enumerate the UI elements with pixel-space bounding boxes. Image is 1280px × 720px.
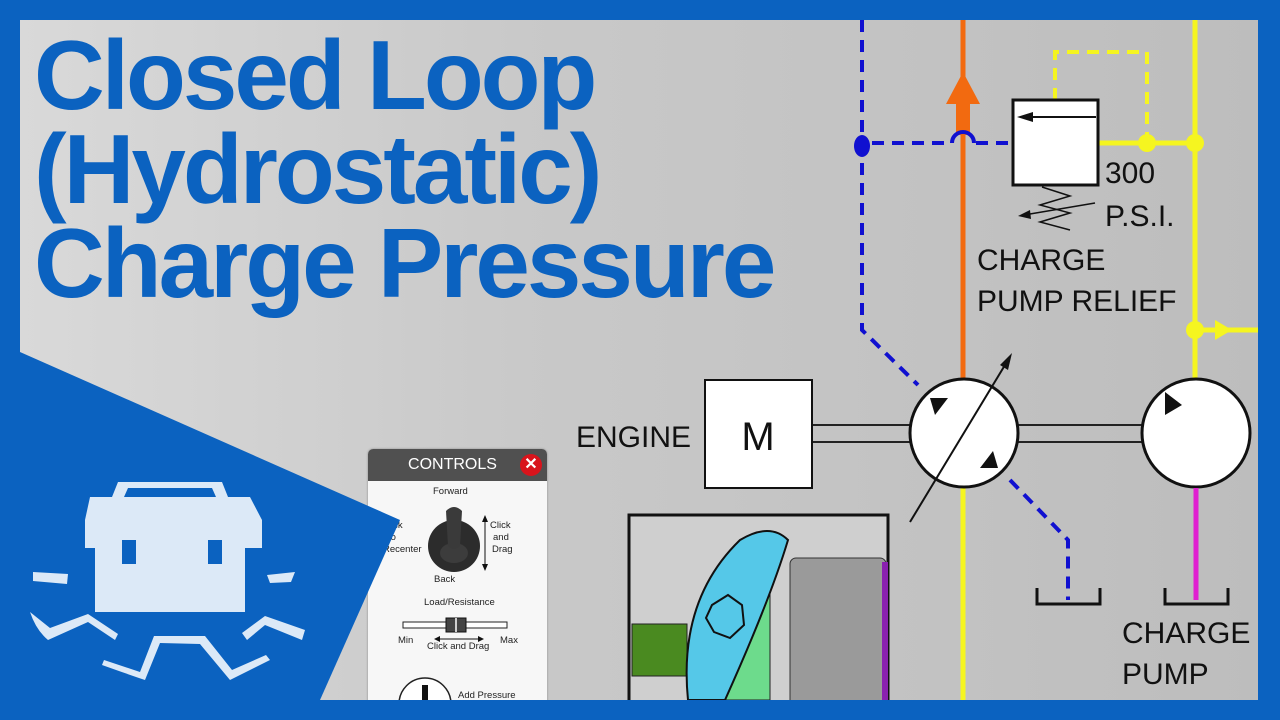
- slider-max: Max: [500, 635, 518, 646]
- page-title: Closed Loop (Hydrostatic) Charge Pressur…: [34, 20, 776, 318]
- pressure-line: [946, 20, 980, 380]
- controls-panel: CONTROLS ✕ Forward Back Click to Recente…: [368, 449, 547, 700]
- motor-symbol: M: [741, 415, 774, 459]
- controls-graphics: [398, 507, 508, 700]
- drag-hint-2: and: [493, 532, 509, 543]
- joystick[interactable]: [428, 507, 480, 572]
- tank-symbol: [1035, 588, 1102, 606]
- recenter-hint-3: Recenter: [383, 544, 422, 555]
- charge-pump-label-2: PUMP: [1122, 658, 1209, 691]
- relief-pressure: 300: [1105, 157, 1155, 190]
- relief-label-2: PUMP RELIEF: [977, 285, 1177, 318]
- hydraulic-schematic: 300 P.S.I. CHARGE PUMP RELIEF M ENGINE C…: [576, 20, 1258, 700]
- title-line-1: Closed Loop: [34, 20, 597, 130]
- thumbnail-canvas: Closed Loop (Hydrostatic) Charge Pressur…: [20, 20, 1258, 700]
- charge-pump-label-1: CHARGE: [1122, 617, 1250, 650]
- junction-dots: [1138, 134, 1232, 340]
- junction-dot-blue: [854, 135, 870, 157]
- charge-relief-valve: [1011, 98, 1100, 231]
- shafts: [812, 424, 1142, 443]
- title-line-2: (Hydrostatic): [34, 114, 602, 224]
- variable-pump-symbol: [908, 353, 1020, 523]
- engine-label: ENGINE: [576, 421, 691, 454]
- relief-units: P.S.I.: [1105, 200, 1175, 233]
- pilot-lines: [860, 20, 1070, 600]
- slider-min: Min: [398, 635, 414, 646]
- controls-title: CONTROLS: [408, 456, 497, 473]
- slider-hint: Click and Drag: [427, 641, 490, 652]
- engine-motor-box: [704, 379, 813, 489]
- tank-symbol: [1163, 588, 1230, 606]
- pump-animation-view: [627, 513, 890, 700]
- joystick-forward: Forward: [433, 486, 468, 497]
- title-line-3: Charge Pressure: [34, 208, 776, 318]
- joystick-back: Back: [434, 574, 456, 585]
- close-icon[interactable]: ✕: [520, 454, 542, 476]
- add-pressure-label: Add Pressure: [458, 690, 516, 700]
- drag-hint-3: Drag: [492, 544, 513, 555]
- charge-pump-symbol: [1140, 377, 1252, 600]
- drag-hint-1: Click: [490, 520, 511, 531]
- slider-label: Load/Resistance: [424, 597, 495, 608]
- relief-label-1: CHARGE: [977, 244, 1105, 277]
